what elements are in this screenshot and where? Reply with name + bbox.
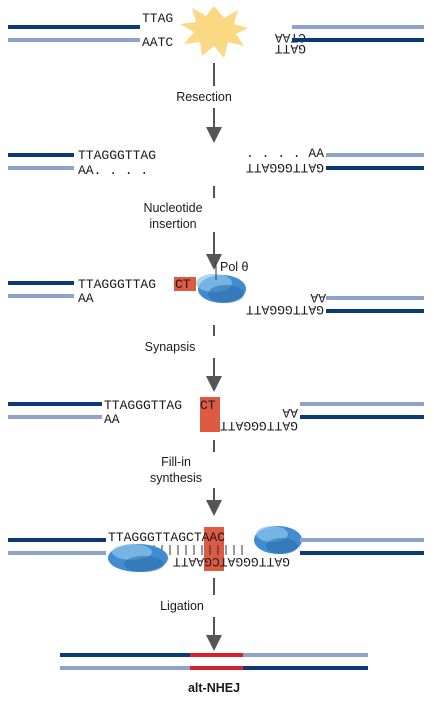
synapsis-insert-box [200, 397, 220, 432]
step-nucleotide-label-2: insertion [149, 217, 196, 231]
polymerase-theta-icon [196, 274, 246, 303]
pol-theta-label: Pol θ [220, 260, 249, 274]
inserted-nucleotides [174, 277, 196, 291]
fillin-bottom-seq: GATTGGGATCGAATT [173, 554, 290, 569]
fillin-top-seq: TTAGGGTTAGCTAAC [108, 530, 225, 545]
resect-right-top-seq: . . . . AA [246, 146, 324, 161]
resect-left-top-seq: TTAGGGTTAG [78, 148, 156, 163]
insert-right-top-seq: AA [310, 290, 326, 305]
stage-insertion: TTAGGGTTAG CT AA Pol θ AA GATTGGGATT [8, 260, 424, 317]
synapse-left-bottom-seq: AA [104, 412, 120, 427]
step-resection-label: Resection [176, 90, 232, 104]
step-nucleotide-label-1: Nucleotide [143, 201, 202, 215]
step-fillin-label-2: synthesis [150, 471, 202, 485]
insert-left-bottom-seq: AA [78, 291, 94, 306]
insert-right-bottom-seq: GATTGGGATT [246, 302, 324, 317]
stage-break: TTAG AATC CTAA GATT [8, 6, 424, 58]
synapse-insert-seq: CT [200, 398, 216, 413]
resect-right-bottom-seq: GATTGGGATT [246, 160, 324, 175]
polymerase-right-icon [254, 526, 302, 554]
break-left-top-seq: TTAG [142, 11, 173, 26]
fillin-insert-box [204, 527, 224, 571]
insert-left-top-seq: TTAGGGTTAG [78, 277, 156, 292]
polymerase-left-icon [108, 544, 168, 572]
synapse-left-top-seq: TTAGGGTTAG [104, 398, 182, 413]
break-left-bottom-seq: AATC [142, 35, 173, 50]
step-fillin-label-1: Fill-in [161, 455, 191, 469]
break-star-icon [180, 6, 248, 58]
step-ligation-label: Ligation [160, 599, 204, 613]
resect-left-bottom-seq: AA. . . . [78, 163, 148, 178]
stage-ligated [60, 653, 368, 670]
stage-fill-in: TTAGGGTTAGCTAAC GATTGGGATCGAATT [8, 526, 424, 572]
step-synapsis-label: Synapsis [145, 340, 196, 354]
stage-synapsis: TTAGGGTTAG CT AA AA GATTGGGATT [8, 397, 424, 433]
final-pathway-label: alt-NHEJ [188, 681, 240, 695]
break-right-bottom-seq: GATT [275, 41, 306, 56]
stage-resection: TTAGGGTTAG AA. . . . . . . . AA GATTGGGA… [8, 146, 424, 178]
synapse-right-bottom-seq: GATTGGGATT [220, 418, 298, 433]
insert-nt-seq: CT [175, 277, 191, 292]
synapse-right-top-seq: AA [282, 405, 298, 420]
